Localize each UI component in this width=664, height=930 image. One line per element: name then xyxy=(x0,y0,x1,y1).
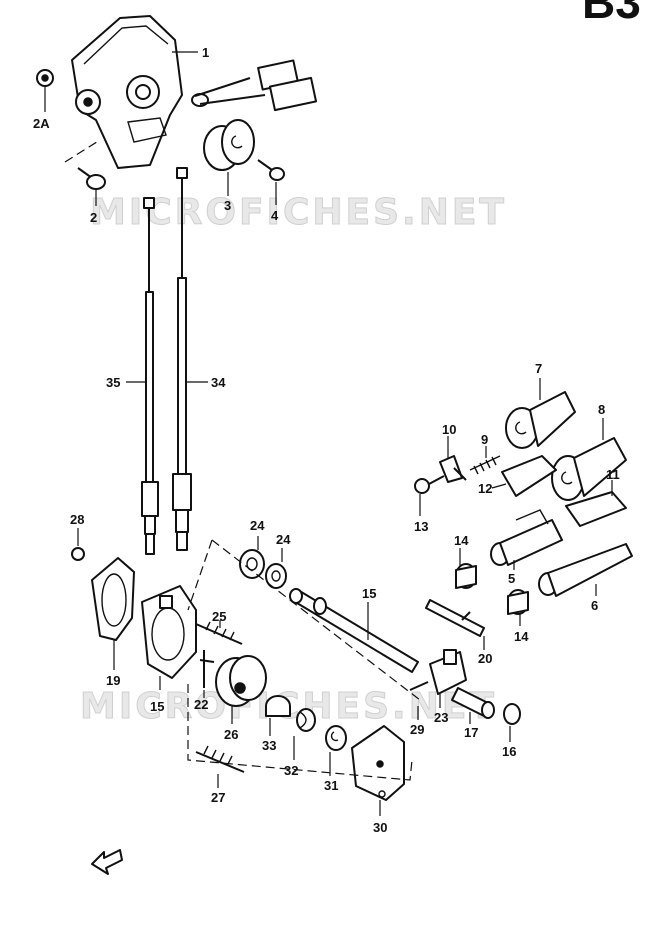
callout-11: 9 xyxy=(481,432,488,447)
callout-29: 31 xyxy=(324,778,338,793)
callout-31: 33 xyxy=(262,738,276,753)
part-disc-32 xyxy=(215,655,267,707)
callout-7: 7 xyxy=(535,361,542,376)
part-cover-23 xyxy=(351,725,405,801)
callout-22: 15 xyxy=(150,699,164,714)
part-pin-21 xyxy=(425,599,485,637)
callout-3: 3 xyxy=(224,198,231,213)
callout-2a: 2A xyxy=(33,116,50,131)
callout-21: 20 xyxy=(478,651,492,666)
callout-34: 34 xyxy=(211,375,226,390)
part-bushing-18 xyxy=(503,703,521,725)
callout-2: 2 xyxy=(90,210,97,225)
callout-6: 6 xyxy=(591,598,598,613)
callout-33: 22 xyxy=(194,697,208,712)
part-cam-8 xyxy=(551,437,627,501)
watermark-top: MICROFICHES.NET xyxy=(90,192,507,233)
callout-23: 30 xyxy=(373,820,387,835)
forward-arrow-icon xyxy=(91,849,123,875)
part-housing-22 xyxy=(141,585,197,679)
part-lever-6 xyxy=(538,543,633,597)
part-stud-27 xyxy=(195,745,245,773)
callout-4: 4 xyxy=(271,208,279,223)
callout-16: 23 xyxy=(434,710,448,725)
part-lever-16 xyxy=(429,649,467,695)
part-lever-5 xyxy=(490,509,563,566)
part-cam-7 xyxy=(505,391,576,449)
callout-20: 17 xyxy=(464,725,478,740)
callout-28: 28 xyxy=(70,512,84,527)
part-bushing-14-upper xyxy=(455,563,477,589)
callout-30: 32 xyxy=(284,763,298,778)
callout-14-lower: 14 xyxy=(514,629,529,644)
callout-25: 19 xyxy=(106,673,120,688)
callout-5: 5 xyxy=(508,571,515,586)
callout-35: 35 xyxy=(106,375,120,390)
part-plate-10 xyxy=(565,491,627,527)
watermark-bottom: MICROFICHES.NET xyxy=(80,686,497,727)
part-roller-20 xyxy=(451,687,495,719)
part-screw-4 xyxy=(257,159,285,181)
callout-9: 12 xyxy=(478,481,492,496)
callout-26: 25 xyxy=(212,609,226,624)
part-control-housing xyxy=(71,15,318,169)
callout-13: 13 xyxy=(414,519,428,534)
part-bushing-14-lower xyxy=(507,589,529,615)
part-bushing-19 xyxy=(265,563,287,589)
callout-15: 15 xyxy=(362,586,376,601)
part-screw-17 xyxy=(409,681,429,691)
part-bolt-2 xyxy=(77,167,106,190)
callout-24: 24 xyxy=(250,518,265,533)
part-stud-26 xyxy=(195,621,243,645)
part-bracket-12 xyxy=(439,455,467,483)
part-nut-28 xyxy=(71,547,85,561)
part-grommet-3 xyxy=(203,119,255,171)
callout-12: 10 xyxy=(442,422,456,437)
part-pin-33 xyxy=(199,650,215,688)
callout-14-upper: 14 xyxy=(454,533,469,548)
callout-18: 16 xyxy=(502,744,516,759)
page-code: B3 xyxy=(582,0,641,28)
part-plate-9 xyxy=(501,455,557,497)
part-cable-35 xyxy=(141,197,159,555)
callout-19: 24 xyxy=(276,532,291,547)
part-cap-31 xyxy=(265,695,291,717)
part-bearing-24 xyxy=(239,549,265,579)
callout-17: 29 xyxy=(410,722,424,737)
callout-1: 1 xyxy=(202,45,209,60)
callout-32: 26 xyxy=(224,727,238,742)
part-washer-2a xyxy=(36,69,54,87)
part-cable-34 xyxy=(172,167,192,551)
callout-27: 27 xyxy=(211,790,225,805)
callout-8: 8 xyxy=(598,402,605,417)
assembly-line-main xyxy=(187,539,421,781)
part-screw-13 xyxy=(414,475,445,494)
part-spring-11 xyxy=(469,455,501,475)
callout-10: 11 xyxy=(606,467,620,482)
part-shaft-15 xyxy=(289,588,419,673)
part-washer-29 xyxy=(325,725,347,751)
part-spring-30 xyxy=(296,708,316,732)
part-gasket-25 xyxy=(91,557,135,641)
